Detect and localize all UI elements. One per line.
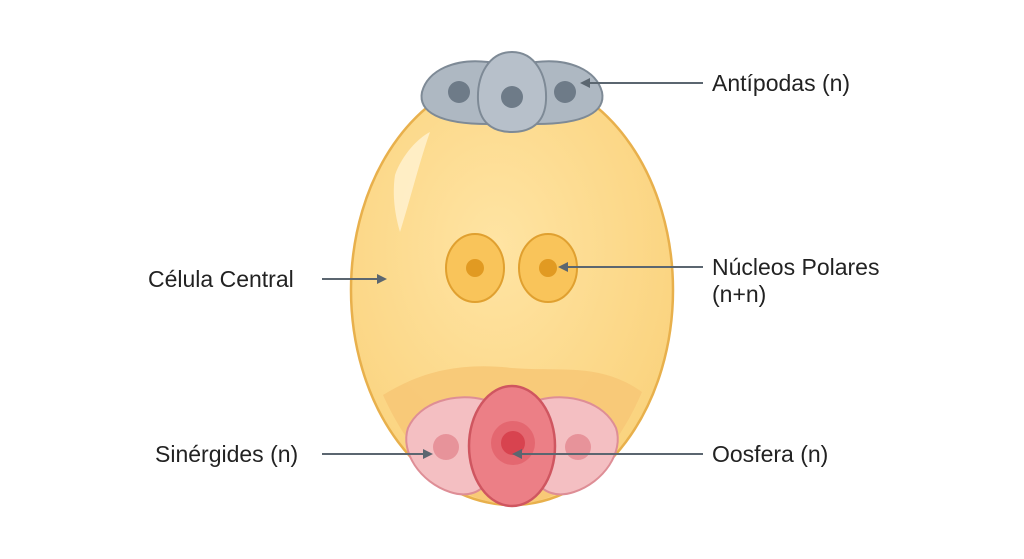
synergid-nucleus-left xyxy=(433,434,459,460)
label-celula-central: Célula Central xyxy=(148,266,294,292)
synergid-nucleus-right xyxy=(565,434,591,460)
polar-nucleolus-left xyxy=(466,259,484,277)
label-sinergides: Sinérgides (n) xyxy=(155,441,299,467)
polar-nucleolus-right xyxy=(539,259,557,277)
egg-nucleus xyxy=(501,431,525,455)
antipode-nucleus-right xyxy=(554,81,576,103)
egg-cell xyxy=(467,384,557,508)
antipode-nucleus-left xyxy=(448,81,470,103)
label-oosfera: Oosfera (n) xyxy=(712,441,829,467)
label-antipodas: Antípodas (n) xyxy=(712,70,851,96)
antipodal-cells xyxy=(420,50,604,134)
central-cell-highlight xyxy=(393,132,430,232)
polar-nuclei xyxy=(445,233,578,303)
synergid-cells xyxy=(405,396,619,496)
label-nucleos-polares: Núcleos Polares (n+n) xyxy=(712,254,879,308)
label-nucleos-polares-line2: (n+n) xyxy=(712,281,767,307)
leader-lines xyxy=(322,78,703,459)
antipode-nucleus-middle xyxy=(501,86,523,108)
label-nucleos-polares-line1: Núcleos Polares xyxy=(712,254,880,280)
